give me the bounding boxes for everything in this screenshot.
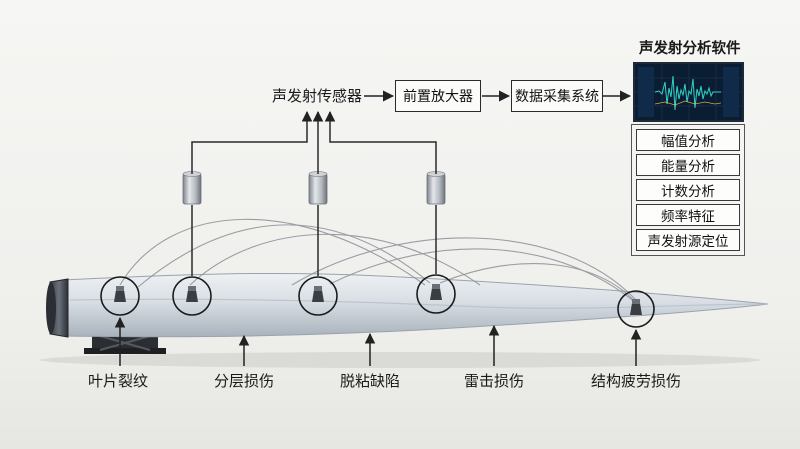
blade-root-face [46, 282, 56, 334]
analysis-source-location: 声发射源定位 [636, 229, 740, 251]
analysis-energy: 能量分析 [636, 154, 740, 176]
signal-cables [191, 205, 437, 276]
cylinder-1 [182, 171, 202, 205]
software-title: 声发射分析软件 [639, 41, 741, 57]
sensor-node-3 [298, 276, 338, 316]
defect-delamination: 分层损伤 [214, 372, 275, 390]
preamp-box: 前置放大器 [395, 80, 481, 112]
ae-wave-arcs [119, 218, 639, 306]
sensor-node-4 [416, 274, 456, 314]
waveform-display [635, 64, 742, 120]
defect-arrows [114, 316, 642, 366]
defect-debonding: 脱粘缺陷 [340, 372, 401, 390]
collector-wiring [191, 110, 437, 174]
cylinder-3 [426, 171, 446, 205]
sensor-node-1 [100, 276, 140, 316]
defect-blade-crack: 叶片裂纹 [88, 372, 149, 390]
inline-preamp-cylinders [182, 171, 446, 205]
sensor-node-5 [617, 290, 655, 328]
wind-turbine-blade [61, 272, 769, 338]
sensor-node-2 [172, 276, 212, 316]
software-monitor [633, 62, 744, 122]
blade-sensors [100, 274, 655, 328]
sensor-label: 声发射传感器 [272, 87, 363, 105]
defect-lightning-damage: 雷击损伤 [464, 372, 525, 390]
daq-box: 数据采集系统 [511, 80, 603, 112]
defect-fatigue-damage: 结构疲劳损伤 [591, 372, 682, 390]
cylinder-2 [308, 171, 328, 205]
analysis-amplitude: 幅值分析 [636, 129, 740, 151]
blade-stand [84, 335, 166, 354]
ground-shadow [40, 352, 760, 368]
analysis-frequency: 频率特征 [636, 204, 740, 226]
analysis-count: 计数分析 [636, 179, 740, 201]
